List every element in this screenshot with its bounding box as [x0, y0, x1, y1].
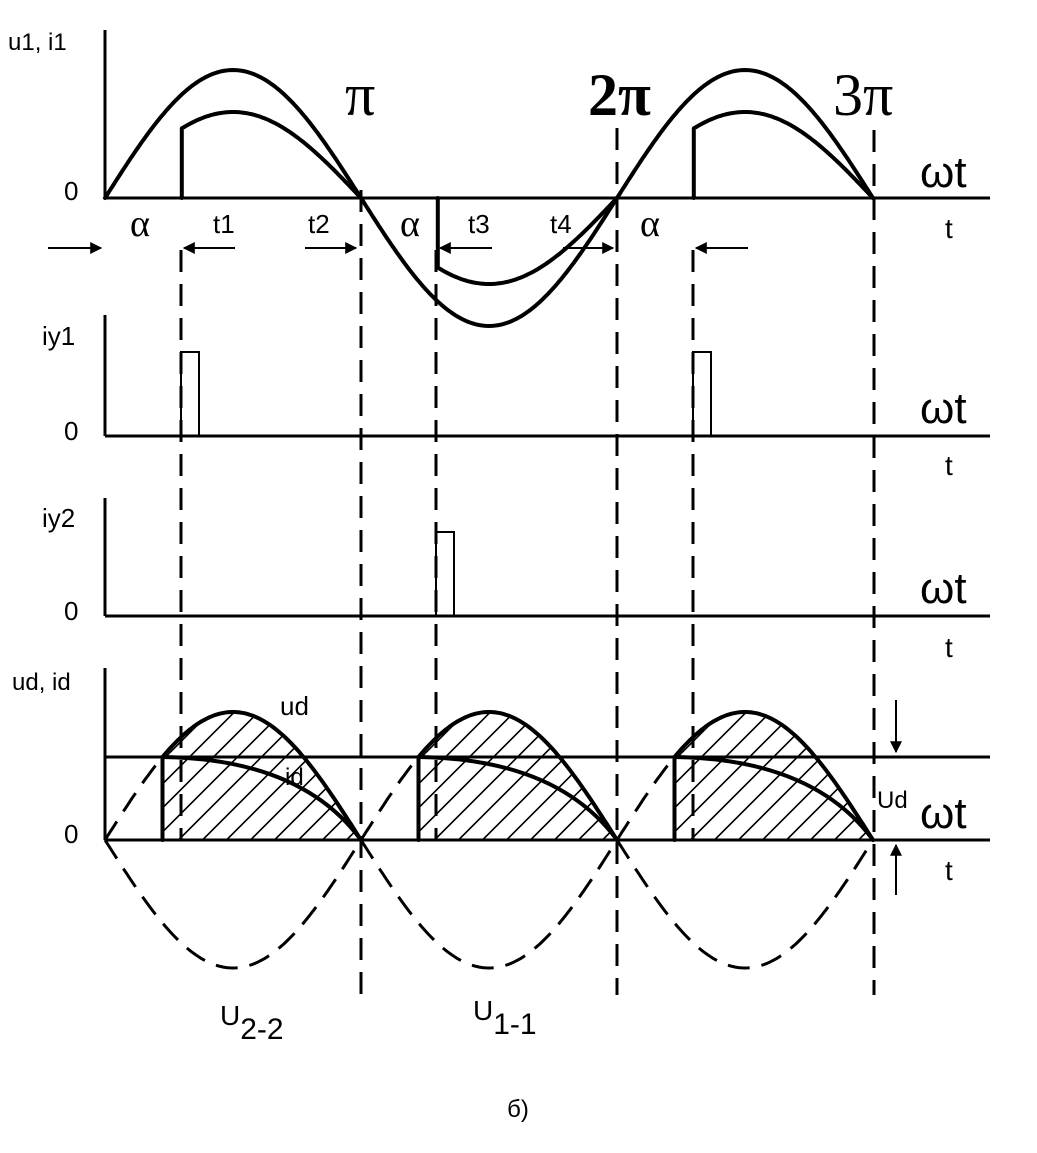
- hatch-line: [809, 712, 873, 840]
- axis-label-wt-top: ωt: [920, 148, 967, 197]
- rectified-voltage-ud-curve: [160, 710, 875, 842]
- alpha-label-3: α: [640, 203, 660, 245]
- interval-label-t2: t2: [308, 209, 330, 239]
- two-pi-label: 2π: [588, 62, 651, 128]
- hatch-line: [162, 712, 196, 840]
- hatch-line: [457, 712, 617, 840]
- hatch-line: [529, 712, 617, 840]
- load-current-id-curve: [160, 755, 875, 842]
- panel-ud-id: ud, id 0 ωt t ud id Ud U2-2 U1-1: [0, 668, 1037, 1046]
- three-pi-label: 3π: [833, 62, 893, 128]
- source-label-u11-main: U: [473, 995, 493, 1026]
- axis-label-wt-ud: ωt: [920, 789, 967, 838]
- y-label-u1-i1: u1, i1: [8, 29, 67, 56]
- hatch-line: [177, 712, 340, 840]
- source-label-u22-sub: 2-2: [240, 1013, 283, 1046]
- curve-label-id: id: [285, 764, 304, 791]
- interval-label-t3: t3: [468, 209, 490, 239]
- gate-pulse-iy1-a: [180, 351, 200, 436]
- axis-label-t-top: t: [945, 213, 953, 244]
- figure-caption: б): [507, 1096, 529, 1123]
- axis-label-t-iy2: t: [945, 632, 953, 663]
- axis-label-wt-iy2: ωt: [920, 564, 967, 613]
- hatch-line: [201, 712, 361, 840]
- y-label-iy1: iy1: [42, 321, 75, 351]
- y-label-iy2: iy2: [42, 503, 75, 533]
- source-label-u22: U2-2: [220, 1000, 284, 1046]
- hatch-line: [418, 712, 452, 840]
- zero-label-top: 0: [64, 176, 78, 206]
- hatch-line: [674, 712, 780, 840]
- mean-voltage-label: Ud: [877, 787, 908, 814]
- hatch-line: [955, 680, 1037, 840]
- alpha-label-1: α: [130, 203, 150, 245]
- gate-pulse-iy1-b: [692, 351, 712, 436]
- hatch-line: [162, 712, 268, 840]
- hatch-line: [0, 680, 147, 840]
- hatch-line: [674, 712, 828, 840]
- axis-label-t-ud: t: [945, 855, 953, 886]
- current-i1-curve: [179, 110, 875, 286]
- alpha-label-2: α: [400, 203, 420, 245]
- zero-label-iy1: 0: [64, 416, 78, 446]
- curve-label-ud: ud: [280, 691, 309, 721]
- hatch-line: [674, 712, 708, 840]
- hatch-line: [249, 712, 361, 840]
- gate-pulse-iy2: [435, 531, 455, 616]
- hatch-line: [505, 712, 617, 840]
- source-label-u11: U1-1: [473, 995, 537, 1041]
- voltage-u1-curve: [103, 68, 875, 328]
- source-label-u22-main: U: [220, 1000, 240, 1031]
- interval-label-t4: t4: [550, 209, 572, 239]
- y-label-ud-id: ud, id: [12, 669, 71, 696]
- hatch-line: [162, 712, 172, 840]
- hatch-line: [553, 712, 617, 840]
- guide-lines: [179, 128, 876, 995]
- hatch-line: [713, 712, 873, 840]
- source-voltage-dashed-negative: [103, 839, 875, 970]
- source-label-u11-sub: 1-1: [493, 1008, 536, 1041]
- panel-iy1: iy1 0 ωt t: [42, 315, 990, 481]
- panel-u1-i1: u1, i1 0 ωt t π 2π 3π α α α t1 t2 t3 t4: [8, 29, 990, 328]
- hatch-line: [418, 712, 524, 840]
- hatch-line: [761, 712, 873, 840]
- pi-label: π: [345, 62, 375, 128]
- zero-label-ud: 0: [64, 819, 78, 849]
- zero-label-iy2: 0: [64, 596, 78, 626]
- panel-iy2: iy2 0 ωt t: [42, 498, 990, 663]
- hatch-line: [297, 712, 361, 840]
- axis-label-wt-iy1: ωt: [920, 384, 967, 433]
- axis-label-t-iy1: t: [945, 450, 953, 481]
- interval-label-t1: t1: [213, 209, 235, 239]
- hatch-line: [689, 712, 852, 840]
- source-voltage-dashed-positive: [103, 756, 676, 841]
- hatch-line: [433, 712, 596, 840]
